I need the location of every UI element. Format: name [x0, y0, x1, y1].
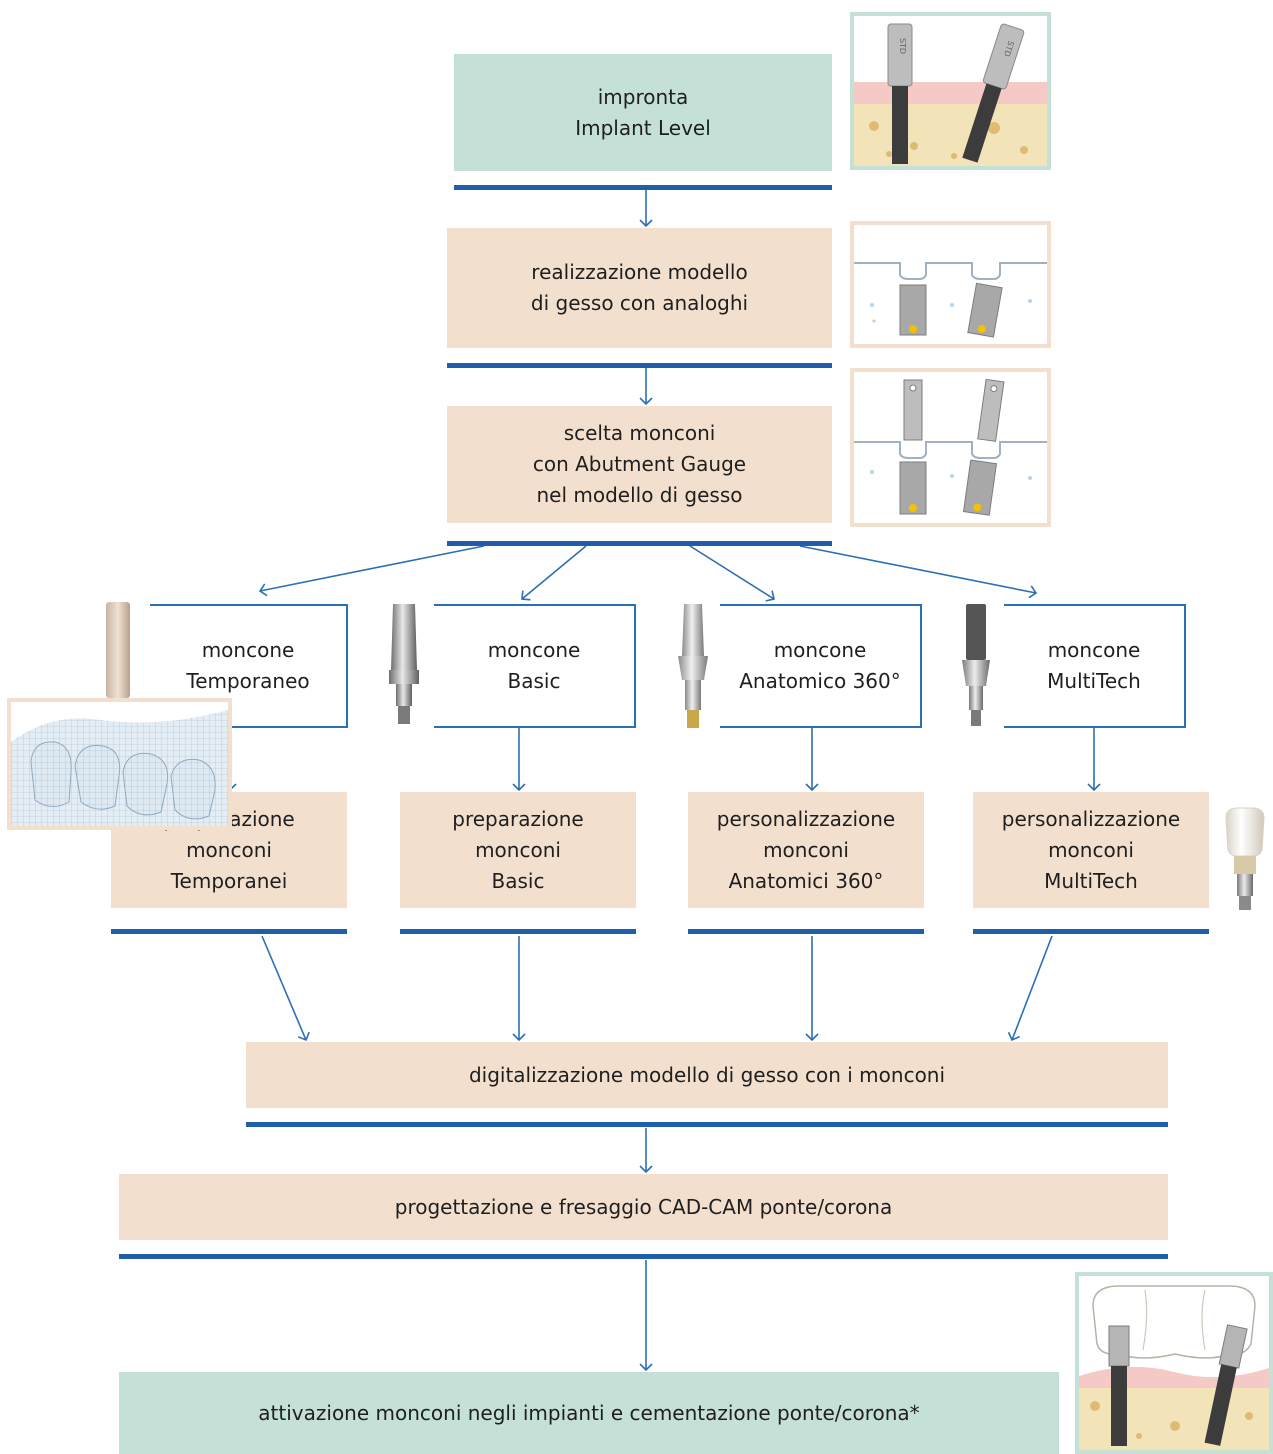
bridge-implant-icon	[1079, 1276, 1269, 1450]
implant-label-1: STD	[898, 38, 907, 54]
option-temporaneo-line2: Temporaneo	[186, 669, 310, 693]
step-activation-label: attivazione monconi negli impianti e cem…	[258, 1400, 920, 1425]
anatomic-abutment-icon	[678, 604, 708, 728]
prep-basic: preparazione monconi Basic	[400, 792, 636, 908]
step-plaster-model-line2: di gesso con analoghi	[530, 291, 749, 315]
prep-multitech-line2: monconi	[1048, 837, 1134, 862]
final-bridge-image	[1075, 1272, 1273, 1454]
step-impression: impronta Implant Level	[454, 54, 832, 171]
abutment-gauge-image	[850, 368, 1051, 527]
arrow-prep1-to-digitization	[261, 935, 310, 1042]
option-anatomico-line1: moncone	[773, 638, 867, 662]
step-abutment-choice-line3: nel modello di gesso	[536, 483, 743, 507]
prep-multitech-line1: personalizzazione	[1001, 806, 1181, 831]
step-cadcam: progettazione e fresaggio CAD-CAM ponte/…	[119, 1174, 1168, 1240]
arrow-choice-to-anatomico	[689, 545, 775, 602]
multitech-abutment-icon	[962, 604, 990, 726]
prep-temporanei-line2: monconi	[186, 837, 272, 862]
plaster-model-image	[850, 221, 1051, 348]
option-basic-line2: Basic	[507, 669, 561, 693]
divider	[246, 1122, 1168, 1127]
step-plaster-model-line1: realizzazione modello	[531, 260, 748, 284]
arrow-choice-to-temporaneo	[258, 545, 485, 597]
divider	[400, 929, 636, 934]
option-multitech: moncone MultiTech	[1004, 604, 1186, 728]
step-abutment-choice-line2: con Abutment Gauge	[532, 452, 747, 476]
prep-basic-line1: preparazione	[452, 806, 584, 831]
divider	[454, 185, 832, 190]
option-basic: moncone Basic	[434, 604, 636, 728]
divider	[973, 929, 1209, 934]
prep-basic-line3: Basic	[491, 868, 545, 893]
prep-anatomici-line3: Anatomici 360°	[728, 868, 884, 893]
divider	[447, 541, 832, 546]
prep-basic-line2: monconi	[475, 837, 561, 862]
option-anatomico: moncone Anatomico 360°	[720, 604, 922, 728]
option-anatomico-line2: Anatomico 360°	[739, 669, 901, 693]
step-abutment-choice: scelta monconi con Abutment Gauge nel mo…	[447, 406, 832, 523]
step-cadcam-label: progettazione e fresaggio CAD-CAM ponte/…	[394, 1194, 893, 1219]
step-impression-line2: Implant Level	[575, 115, 711, 140]
dental-scan-icon	[11, 702, 228, 826]
arrow-choice-to-basic	[521, 545, 587, 601]
step-digitization: digitalizzazione modello di gesso con i …	[246, 1042, 1168, 1108]
prep-anatomici-line2: monconi	[763, 837, 849, 862]
basic-abutment-icon	[389, 604, 419, 724]
step-activation: attivazione monconi negli impianti e cem…	[119, 1372, 1059, 1454]
divider	[688, 929, 924, 934]
arrow-prep4-to-digitization	[1007, 935, 1053, 1042]
divider	[111, 929, 347, 934]
divider	[119, 1254, 1168, 1259]
prep-multitech-line3: MultiTech	[1044, 868, 1138, 893]
step-plaster-model: realizzazione modello di gesso con analo…	[447, 228, 832, 348]
implant-impression-icon: STD STD	[854, 16, 1047, 166]
prep-multitech: personalizzazione monconi MultiTech	[973, 792, 1209, 908]
digital-scan-image	[7, 698, 232, 830]
option-temporaneo-line1: moncone	[201, 638, 295, 662]
arrow-choice-to-multitech	[799, 545, 1038, 599]
option-basic-line1: moncone	[487, 638, 581, 662]
step-impression-line1: impronta	[597, 84, 689, 109]
crown-abutment-icon	[1225, 807, 1265, 910]
prep-temporanei-line3: Temporanei	[170, 868, 288, 893]
option-multitech-line2: MultiTech	[1047, 669, 1141, 693]
plaster-analog-icon	[854, 262, 1047, 338]
abutment-gauge-icon	[854, 378, 1047, 516]
prep-anatomici-line1: personalizzazione	[716, 806, 896, 831]
step-abutment-choice-line1: scelta monconi	[563, 421, 716, 445]
implant-impression-image: STD STD	[850, 12, 1051, 170]
divider	[447, 363, 832, 368]
prep-anatomici: personalizzazione monconi Anatomici 360°	[688, 792, 924, 908]
step-digitization-label: digitalizzazione modello di gesso con i …	[468, 1062, 946, 1087]
option-multitech-line1: moncone	[1047, 638, 1141, 662]
